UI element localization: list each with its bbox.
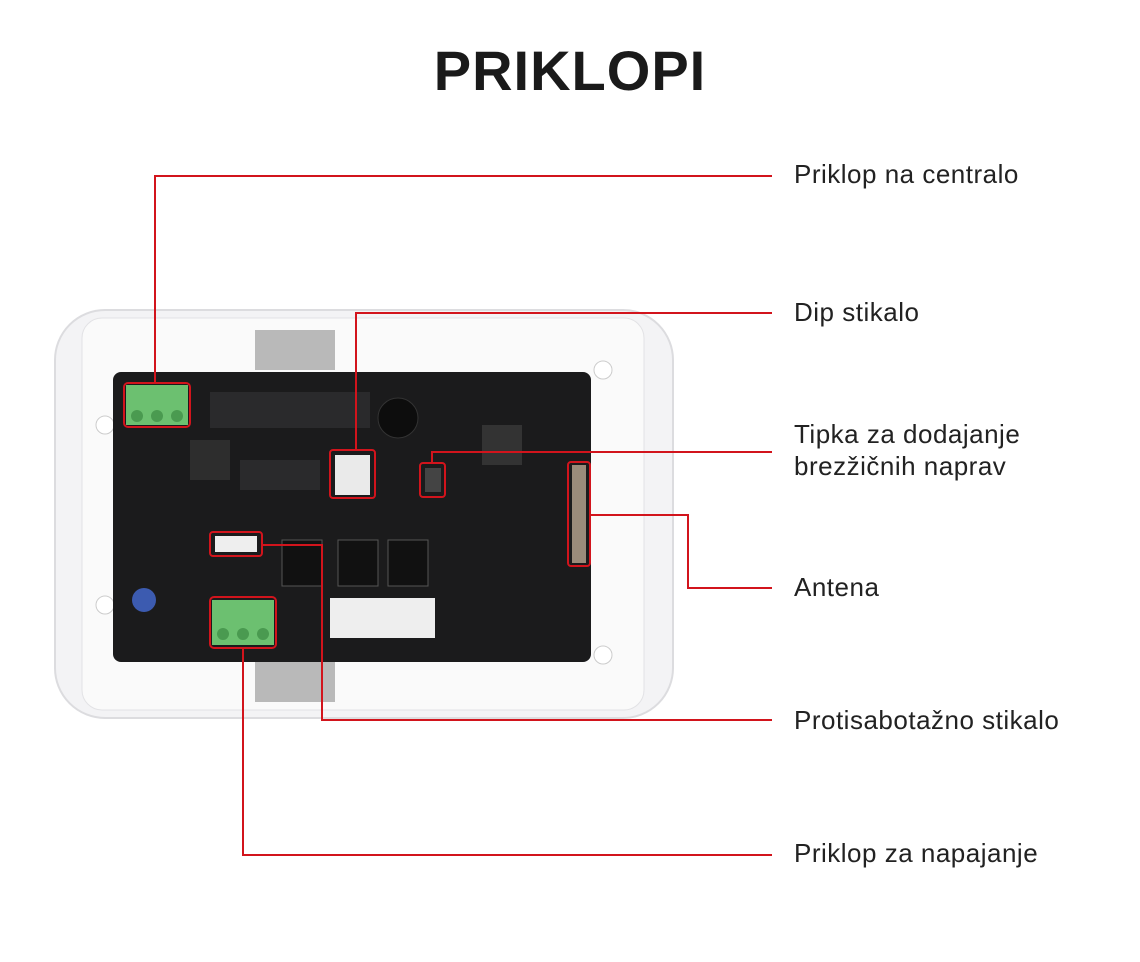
leader-line-power [242,648,772,856]
leader-line-button [431,451,772,463]
label-antenna: Antena [794,572,880,602]
label-add-button-line1: Tipka za dodajanje [794,419,1021,449]
pcb-board [113,372,591,662]
terminal-block-power [212,600,274,645]
label-power-connection: Priklop za napajanje [794,838,1039,868]
label-dip-switch: Dip stikalo [794,297,920,327]
leader-line-tamper [262,544,772,721]
callout-box-central [123,382,191,428]
page-title: PRIKLOPI [433,39,707,102]
leader-line-dip [355,312,772,450]
label-add-button-line2: brezžičnih naprav [794,451,1007,481]
callout-box-dip [329,449,376,499]
terminal-block-central [126,385,188,425]
label-central-connection: Priklop na centralo [794,159,1019,189]
leader-line-central [154,175,772,383]
label-tamper-switch: Protisabotažno stikalo [794,705,1060,735]
leader-line-antenna [590,514,772,589]
